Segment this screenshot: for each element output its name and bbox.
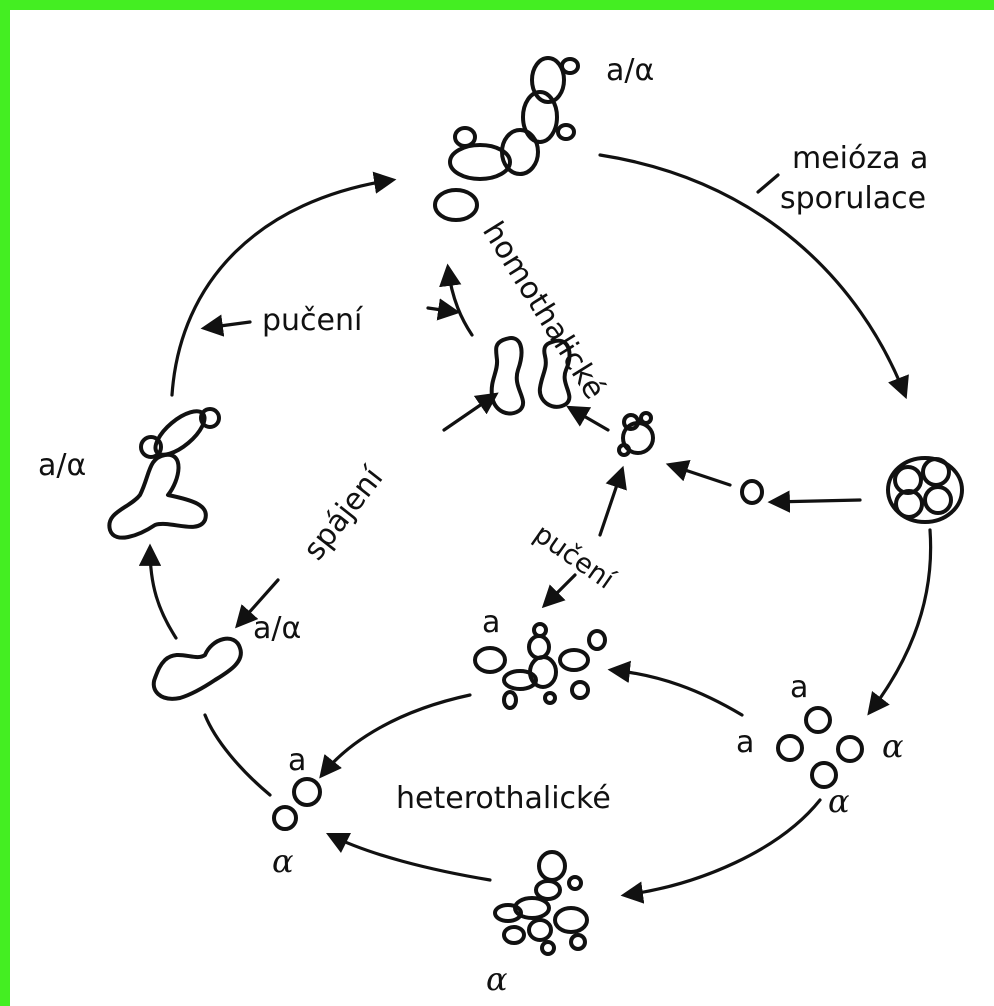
- budding-spore: [617, 411, 655, 457]
- zygote-cell: [151, 636, 243, 701]
- homothallic-tick: [426, 298, 461, 321]
- cycle-arrows: [138, 153, 933, 904]
- arrow-meiosis: [598, 153, 909, 400]
- arrow-mating-to-zygote: [235, 578, 280, 629]
- arrow-left-to-top: [170, 171, 397, 397]
- label-center-a: a: [482, 605, 500, 640]
- arrow-alpha-cluster-to-spores: [325, 832, 492, 882]
- label-left-ploidy: a/α: [38, 448, 86, 483]
- alpha-type-cell-cluster: [493, 850, 589, 956]
- label-right-a-left: a: [736, 725, 754, 760]
- label-left-alpha: α: [272, 842, 294, 880]
- label-meiosis: meióza a: [792, 141, 928, 176]
- a-type-cell-cluster: [473, 622, 607, 710]
- four-haploid-spores: [776, 706, 864, 789]
- arrow-ascus-to-spore: [767, 490, 862, 513]
- label-left-a: a: [288, 743, 306, 778]
- left-diploid-cell: [107, 407, 221, 540]
- arrow-budding-up: [598, 465, 627, 537]
- arrow-spore-to-budding: [665, 460, 732, 487]
- label-top-ploidy: a/α: [606, 53, 654, 88]
- arrow-zygote-to-diploid: [138, 543, 178, 640]
- arrow-mating-to-top: [439, 263, 474, 337]
- arrow-spores-to-a-cluster: [607, 660, 744, 717]
- meiosis-label-leader: [756, 173, 780, 194]
- arrow-spores-to-alpha-cluster: [620, 798, 822, 904]
- label-right-alpha-right: α: [882, 727, 904, 765]
- arrow-budding-label: [200, 314, 252, 337]
- ascus-with-spores: [886, 456, 964, 524]
- arrow-budding-down: [541, 573, 577, 609]
- label-budding-top: pučení: [262, 303, 364, 338]
- top-diploid-cell-cluster: [433, 56, 580, 222]
- label-mating: spájení: [297, 460, 392, 567]
- single-spore: [740, 479, 764, 505]
- label-budding-center: pučení: [528, 518, 621, 596]
- label-sporulation: sporulace: [780, 181, 926, 216]
- label-heterothallic: heterothalické: [396, 781, 611, 816]
- homothallic-mating-cells: [489, 336, 572, 416]
- arrow-mating-in: [442, 392, 499, 432]
- arrow-a-cluster-to-spores: [319, 693, 472, 779]
- label-right-a-top: a: [790, 670, 808, 705]
- arrow-ascus-to-spores: [867, 528, 933, 716]
- arrow-budding-to-mating: [566, 405, 610, 432]
- label-bottom-alpha: α: [486, 960, 508, 998]
- arrow-spores-to-zygote: [203, 713, 272, 797]
- spore-pair: [272, 777, 322, 831]
- label-zygote-ploidy: a/α: [253, 611, 301, 646]
- label-right-alpha-bottom: α: [828, 782, 850, 820]
